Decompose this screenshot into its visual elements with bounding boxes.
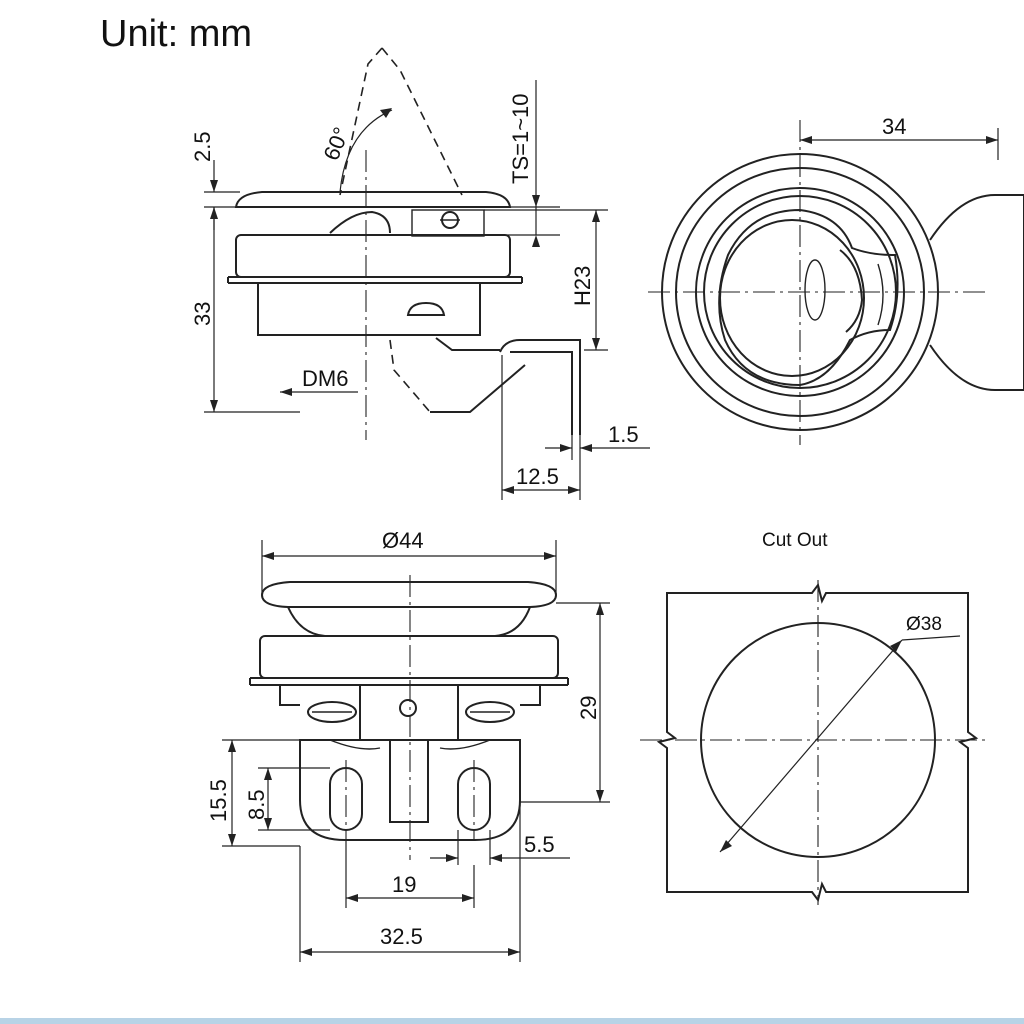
dim-34: 34	[882, 114, 906, 139]
dim-32-5: 32.5	[380, 924, 423, 949]
bottom-edge	[0, 1018, 1024, 1024]
dim-dm6: DM6	[302, 366, 348, 391]
dim-ts: TS=1~10	[508, 93, 533, 184]
cut-out-view: Cut Out Ø38	[640, 530, 990, 905]
dim-29: 29	[576, 696, 601, 720]
dim-d38: Ø38	[906, 614, 942, 635]
dim-h23: H23	[570, 266, 595, 306]
cutout-title: Cut Out	[762, 530, 828, 551]
angle-label: 60°	[318, 124, 354, 164]
top-view: 34	[648, 114, 1024, 445]
dim-12-5: 12.5	[516, 464, 559, 489]
dim-15-5: 15.5	[206, 779, 231, 822]
dim-5-5: 5.5	[524, 832, 555, 857]
dim-2-5: 2.5	[190, 131, 215, 162]
unit-label: Unit: mm	[100, 13, 252, 55]
dim-19: 19	[392, 872, 416, 897]
dim-8-5: 8.5	[244, 789, 269, 820]
side-view: 60° 2.5 33 DM6 TS=1~10 H23	[190, 47, 650, 500]
dim-d44: Ø44	[382, 528, 424, 553]
dim-1-5: 1.5	[608, 422, 639, 447]
dim-33: 33	[190, 302, 215, 326]
front-view: Ø44 29	[206, 528, 610, 962]
